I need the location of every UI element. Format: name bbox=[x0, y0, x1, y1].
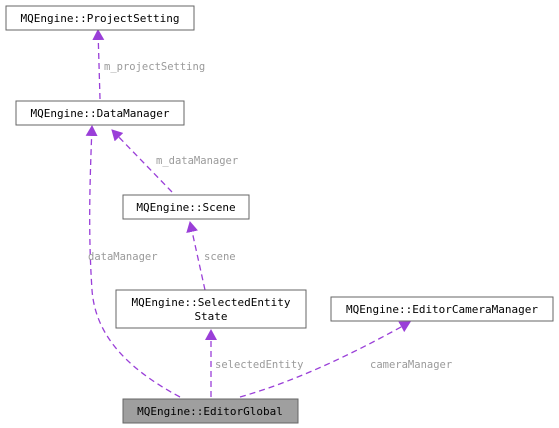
node-project-setting[interactable]: MQEngine::ProjectSetting bbox=[5, 5, 195, 31]
edges bbox=[85, 29, 411, 398]
edge-data-manager-to-project-setting bbox=[92, 29, 105, 100]
node-label-selected-entity-state-line1: MQEngine::SelectedEntity bbox=[132, 296, 291, 309]
edge-label-m-project-setting: m_projectSetting bbox=[104, 61, 205, 73]
edge-label-m-data-manager: m_dataManager bbox=[156, 155, 238, 167]
edge-selected-entity-to-scene bbox=[186, 221, 206, 291]
edge-scene-to-data-manager bbox=[111, 129, 173, 193]
node-label-editor-camera-manager: MQEngine::EditorCameraManager bbox=[346, 303, 538, 316]
edge-label-camera-manager: cameraManager bbox=[370, 359, 452, 371]
node-selected-entity-state[interactable]: MQEngine::SelectedEntity State bbox=[115, 289, 307, 329]
node-label-project-setting: MQEngine::ProjectSetting bbox=[21, 12, 180, 25]
edge-label-scene: scene bbox=[204, 251, 236, 263]
node-data-manager[interactable]: MQEngine::DataManager bbox=[15, 100, 185, 126]
edge-label-selected-entity: selectedEntity bbox=[215, 359, 304, 371]
node-editor-global[interactable]: MQEngine::EditorGlobal bbox=[122, 398, 299, 424]
node-scene[interactable]: MQEngine::Scene bbox=[122, 194, 250, 220]
edge-labels: m_projectSetting m_dataManager dataManag… bbox=[88, 61, 452, 371]
node-label-selected-entity-state-line2: State bbox=[194, 310, 227, 323]
node-label-editor-global: MQEngine::EditorGlobal bbox=[137, 405, 283, 418]
node-editor-camera-manager[interactable]: MQEngine::EditorCameraManager bbox=[330, 296, 554, 322]
edge-editor-global-to-camera-manager bbox=[239, 321, 411, 398]
edge-label-data-manager: dataManager bbox=[88, 251, 158, 263]
node-label-data-manager: MQEngine::DataManager bbox=[30, 107, 169, 120]
edge-editor-global-to-data-manager bbox=[85, 125, 181, 398]
node-label-scene: MQEngine::Scene bbox=[136, 201, 235, 214]
